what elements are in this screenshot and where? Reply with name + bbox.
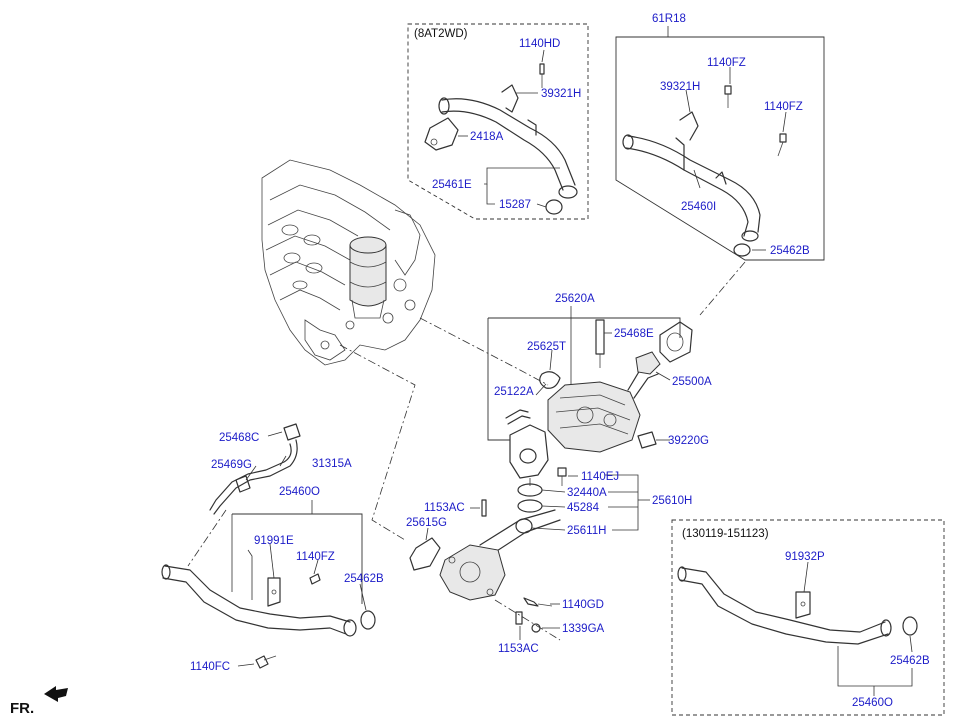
group-61r18-box: 61R18 1140FZ 39321H 1140FZ 25460I 25462B — [615, 13, 825, 261]
water-inlet-assembly: 1153AC 25615G 1140GD 1339GA 1153AC — [406, 499, 605, 655]
label-1140ej: 1140EJ — [581, 471, 619, 483]
label-1140fz-a: 1140FZ — [707, 57, 746, 69]
front-marker-label: FR. — [10, 700, 34, 717]
label-1153ac-a: 1153AC — [424, 502, 465, 514]
label-25500a: 25500A — [672, 376, 712, 388]
group-25460o-bottom-title: 25460O — [852, 697, 893, 709]
label-1140fc: 1140FC — [190, 661, 230, 673]
label-25625t: 25625T — [527, 341, 566, 353]
variant-date-box: (130119-151123) 91932P 25462B 25460O — [671, 519, 945, 716]
label-39220g: 39220G — [668, 435, 709, 447]
label-25462b-b: 25462B — [344, 573, 384, 585]
front-direction-marker: FR. — [10, 686, 68, 717]
front-arrow-icon — [44, 686, 68, 702]
label-32440a: 32440A — [567, 487, 607, 499]
label-25460i: 25460I — [681, 201, 716, 213]
variant-8at2wd-title: (8AT2WD) — [414, 28, 468, 40]
label-25615g: 25615G — [406, 517, 447, 529]
group-25620a: 25620A 2546 — [487, 293, 712, 479]
label-2418a: 2418A — [470, 131, 504, 143]
label-1140fz-c: 1140FZ — [296, 551, 335, 563]
label-25122a: 25122A — [494, 386, 534, 398]
label-39321h-b: 39321H — [660, 81, 700, 93]
label-25468e: 25468E — [614, 328, 654, 340]
label-91991e: 91991E — [254, 535, 294, 547]
label-25468c: 25468C — [219, 432, 259, 444]
assembly-centerlines — [187, 261, 746, 641]
label-25611h: 25611H — [567, 525, 606, 537]
label-15287: 15287 — [499, 199, 531, 211]
group-25610h: 1140EJ 32440A 45284 25611H 25610H — [479, 467, 692, 559]
label-1140hd: 1140HD — [519, 38, 560, 50]
group-25610h-title: 25610H — [652, 495, 692, 507]
label-25462b-a: 25462B — [770, 245, 810, 257]
label-31315a: 31315A — [312, 458, 352, 470]
engine-block — [261, 159, 436, 366]
label-91932p: 91932P — [785, 551, 825, 563]
label-1153ac-b: 1153AC — [498, 643, 539, 655]
group-25460o-top-title: 25460O — [279, 486, 320, 498]
variant-8at2wd-box: (8AT2WD) 1140HD 39321H 2418A 25461E 1528… — [407, 23, 589, 220]
label-45284: 45284 — [567, 502, 600, 514]
label-1140gd: 1140GD — [562, 599, 604, 611]
lower-left-assembly: 25468C 25469G 31315A 25460O 91991E 1140F… — [161, 423, 384, 673]
label-1339ga: 1339GA — [562, 623, 605, 635]
variant-date-title: (130119-151123) — [682, 528, 769, 540]
label-25469g: 25469G — [211, 459, 252, 471]
label-1140fz-b: 1140FZ — [764, 101, 803, 113]
group-25620a-title: 25620A — [555, 293, 595, 305]
label-25462b-c: 25462B — [890, 655, 930, 667]
label-39321h-a: 39321H — [541, 88, 581, 100]
label-25461e: 25461E — [432, 179, 472, 191]
group-61r18-title: 61R18 — [652, 13, 686, 25]
